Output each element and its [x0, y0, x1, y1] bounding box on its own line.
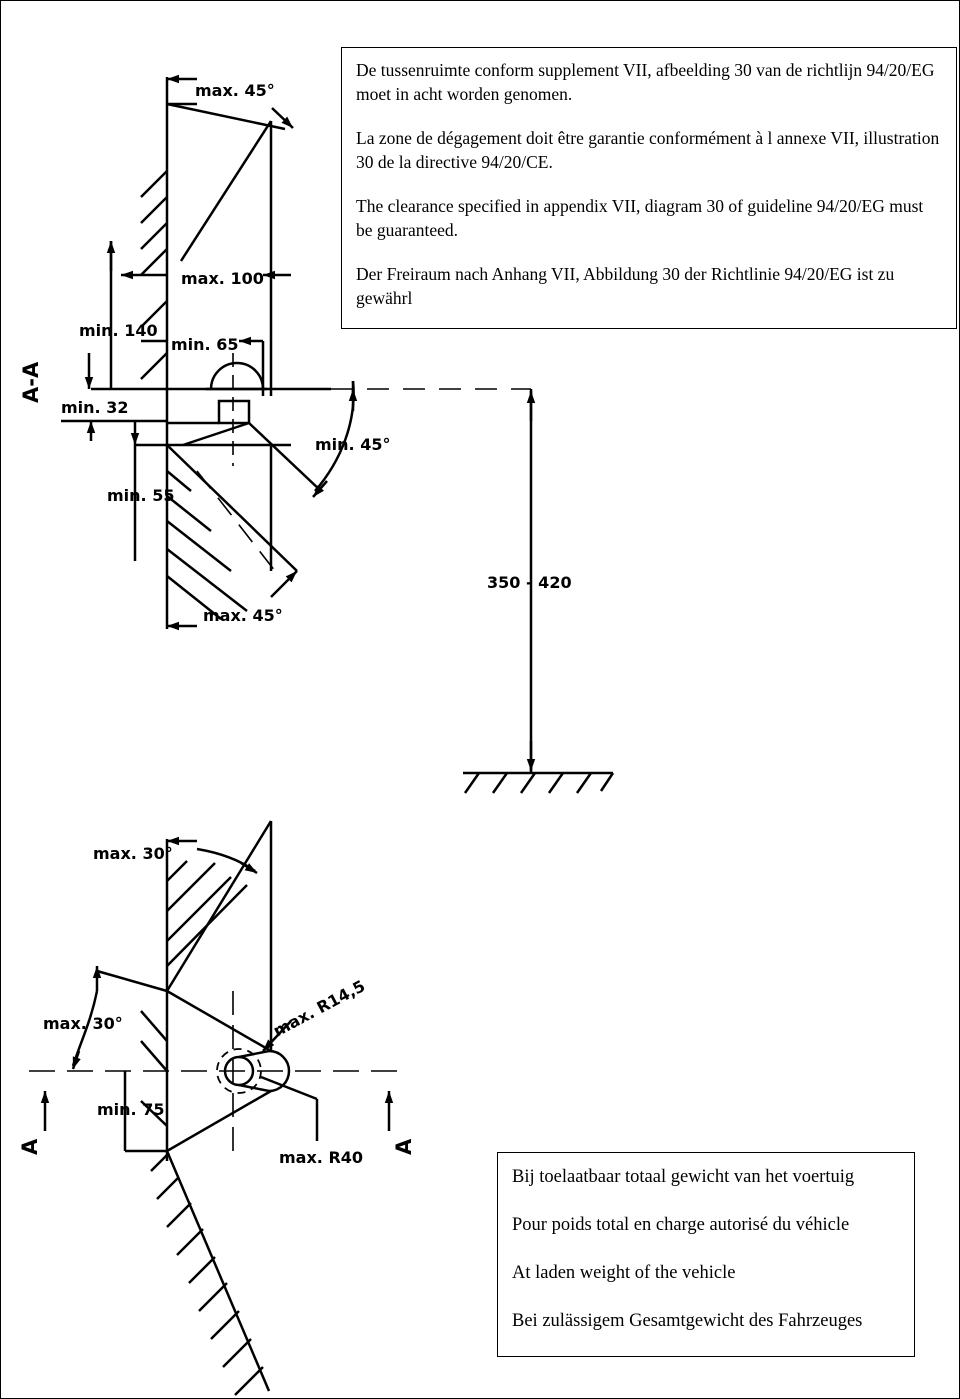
weight-english: At laden weight of the vehicle: [512, 1263, 736, 1283]
dim-radius-large: max. R40: [279, 1148, 363, 1167]
dim-min-75: min. 75: [97, 1100, 164, 1119]
clearance-note-box: De tussenruimte conform supplement VII, …: [341, 47, 957, 329]
dim-upper-angle: max. 30°: [93, 844, 173, 863]
dim-top-angle: max. 45°: [195, 81, 275, 100]
note-german: Der Freiraum nach Anhang VII, Abbildung …: [356, 264, 895, 308]
section-view-labels: A-A max. 45° max. 100 min. 140 min. 65 m…: [19, 81, 572, 625]
weight-legend-box: Bij toelaatbaar totaal gewicht van het v…: [497, 1152, 915, 1357]
weight-german: Bei zulässigem Gesamtgewicht des Fahrzeu…: [512, 1311, 863, 1331]
dim-max-100: max. 100: [181, 269, 264, 288]
note-dutch: De tussenruimte conform supplement VII, …: [356, 60, 935, 104]
dim-height-range: 350 - 420: [487, 573, 572, 592]
dim-min-45-angle: min. 45°: [315, 435, 390, 454]
plan-view: [29, 820, 406, 1396]
weight-french: Pour poids total en charge autorisé du v…: [512, 1215, 850, 1235]
section-label-a-a: A-A: [19, 361, 43, 403]
dim-min-55: min. 55: [107, 486, 174, 505]
dim-lower-angle: max. 30°: [43, 1014, 123, 1033]
dim-bottom-angle: max. 45°: [203, 606, 283, 625]
dim-min-32: min. 32: [61, 398, 128, 417]
note-english: The clearance specified in appendix VII,…: [356, 196, 924, 240]
section-marker-left: A: [18, 1138, 42, 1155]
note-french: La zone de dégagement doit être garantie…: [356, 128, 940, 172]
dim-min-140: min. 140: [79, 321, 158, 340]
dim-radius-small: max. R14,5: [270, 976, 368, 1040]
dim-min-65: min. 65: [171, 335, 238, 354]
weight-dutch: Bij toelaatbaar totaal gewicht van het v…: [512, 1167, 855, 1187]
section-view: [61, 74, 615, 794]
section-marker-right: A: [392, 1138, 416, 1155]
